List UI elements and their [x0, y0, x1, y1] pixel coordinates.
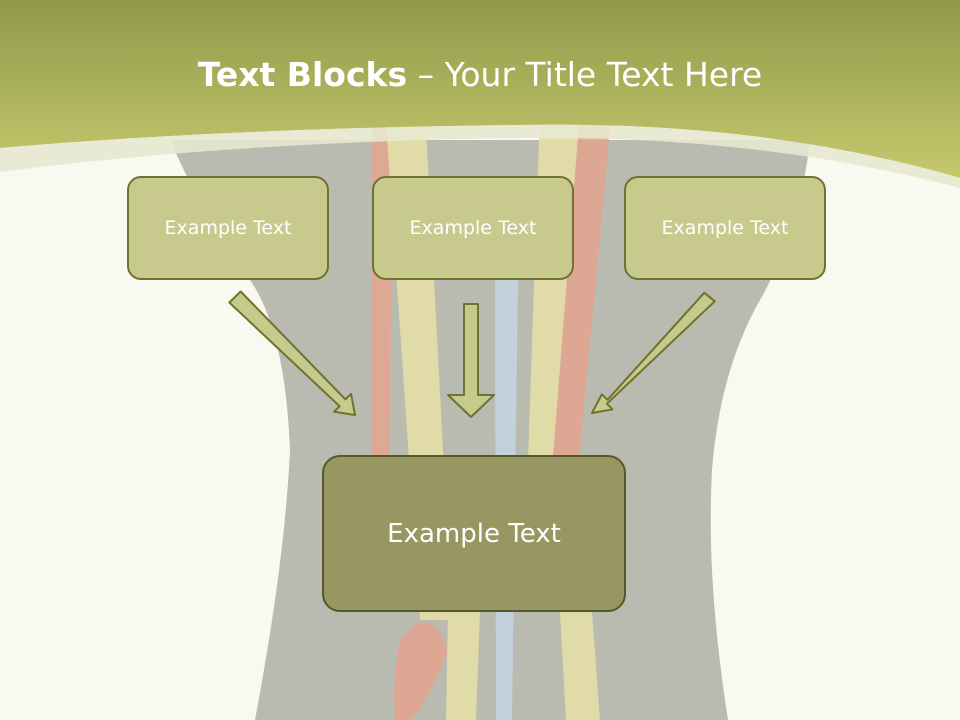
text-box-top-left-label: Example Text [164, 217, 292, 239]
arrow-center-down [447, 303, 495, 418]
header-swoosh [0, 124, 960, 188]
arrow-left-diagonal [228, 290, 356, 416]
text-box-center-label: Example Text [387, 518, 561, 549]
title-bold: Text Blocks [197, 55, 408, 94]
header-band [0, 0, 960, 178]
arrow-right-diagonal [591, 291, 716, 414]
text-box-top-right-label: Example Text [661, 217, 789, 239]
text-box-top-center-label: Example Text [409, 217, 537, 239]
text-box-top-left: Example Text [127, 176, 329, 280]
text-box-top-right: Example Text [624, 176, 826, 280]
text-box-top-center: Example Text [372, 176, 574, 280]
title-dash: – [407, 55, 445, 94]
title-rest: Your Title Text Here [444, 55, 763, 94]
text-box-center: Example Text [322, 455, 626, 612]
slide-title: Text Blocks – Your Title Text Here [0, 52, 960, 98]
